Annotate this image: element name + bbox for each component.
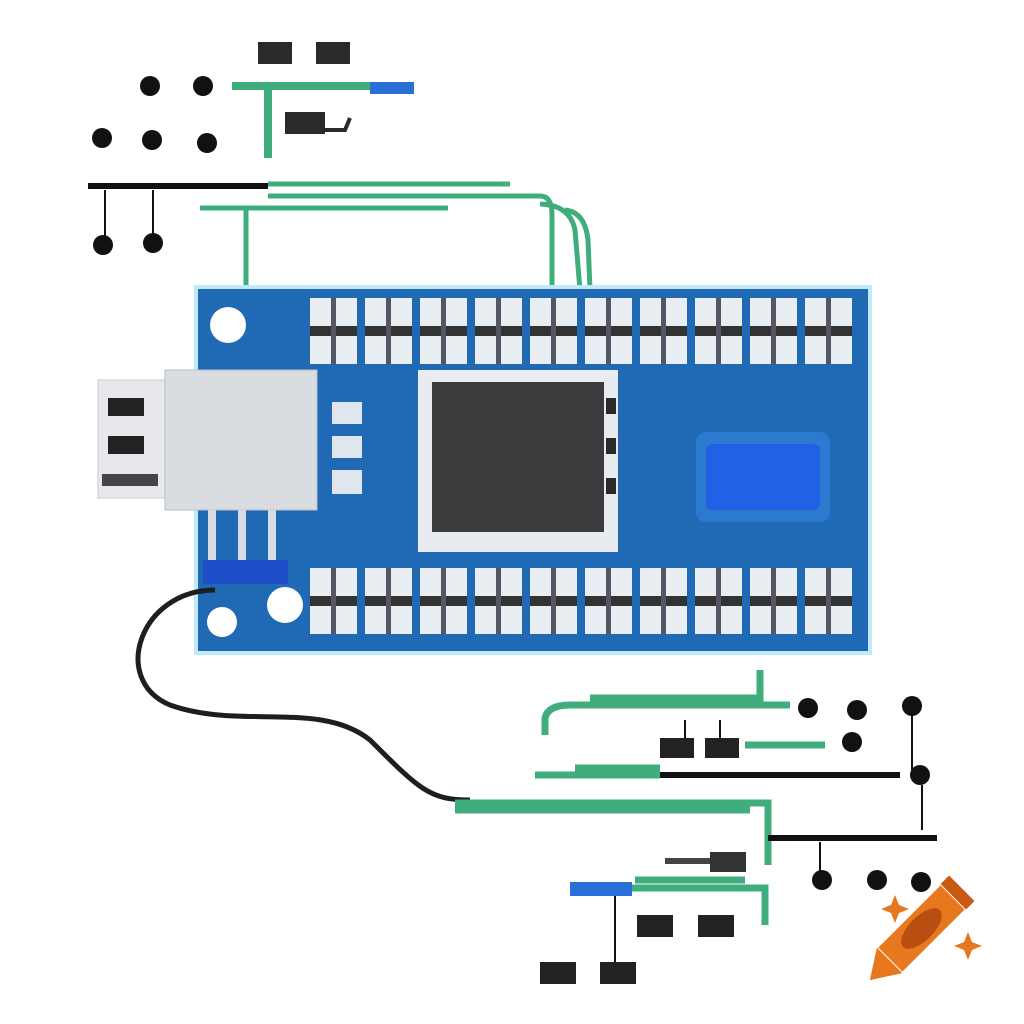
solder-dot: [798, 698, 818, 718]
reset-button[interactable]: [706, 444, 820, 510]
header-top: [310, 298, 852, 364]
header-pin: [530, 298, 577, 364]
header-pin: [475, 568, 522, 634]
mounting-hole: [267, 587, 303, 623]
header-pin: [310, 298, 357, 364]
blue-component: [370, 82, 414, 94]
lead: [325, 117, 352, 132]
header-pin: [585, 298, 632, 364]
header-pin: [585, 568, 632, 634]
header-pin: [530, 568, 577, 634]
smd-part: [258, 42, 292, 64]
solder-dot: [140, 76, 160, 96]
solder-dot: [812, 870, 832, 890]
header-pin: [695, 298, 742, 364]
chip-pin: [606, 398, 616, 414]
connector-pins: [203, 510, 288, 584]
header-pin: [420, 568, 467, 634]
chip-pin: [606, 478, 616, 494]
usb-connector[interactable]: [164, 369, 318, 511]
solder-dot: [847, 700, 867, 720]
usb-contact: [108, 398, 144, 416]
solder-dot: [842, 732, 862, 752]
header-bottom: [310, 568, 852, 634]
solder-dot: [142, 130, 162, 150]
sparkle-icon: [881, 895, 909, 923]
header-pin: [420, 298, 467, 364]
dots: [92, 76, 931, 892]
chip-pin: [606, 438, 616, 454]
header-pin: [750, 298, 797, 364]
header-pin: [805, 298, 852, 364]
solder-dot: [910, 765, 930, 785]
solder-dot: [143, 233, 163, 253]
solder-dot: [193, 76, 213, 96]
solder-dot: [197, 133, 217, 153]
sparkle-icon: [954, 932, 982, 960]
header-pin: [695, 568, 742, 634]
mounting-hole: [207, 607, 237, 637]
solder-dot: [92, 128, 112, 148]
chip: [432, 382, 604, 532]
top-left-components: [88, 42, 593, 291]
header-pin: [475, 298, 522, 364]
solder-dot: [93, 235, 113, 255]
bottom-right-components: [455, 670, 937, 984]
header-pin: [310, 568, 357, 634]
slot: [332, 436, 362, 458]
lead: [104, 190, 154, 240]
wire: [135, 587, 471, 803]
header-pin: [365, 298, 412, 364]
usb-contact: [108, 436, 144, 454]
header-pin: [640, 568, 687, 634]
header-pin: [805, 568, 852, 634]
trace: [200, 181, 593, 291]
solder-dot: [902, 696, 922, 716]
usb-contact: [102, 474, 158, 486]
header-pin: [365, 568, 412, 634]
mounting-hole: [210, 307, 246, 343]
header-pin: [640, 298, 687, 364]
solder-dot: [911, 872, 931, 892]
crayon-icon: [869, 875, 975, 981]
slot: [332, 402, 362, 424]
slot: [332, 470, 362, 494]
header-pin: [750, 568, 797, 634]
solder-dot: [867, 870, 887, 890]
smd-part: [285, 112, 325, 134]
smd-part: [316, 42, 350, 64]
